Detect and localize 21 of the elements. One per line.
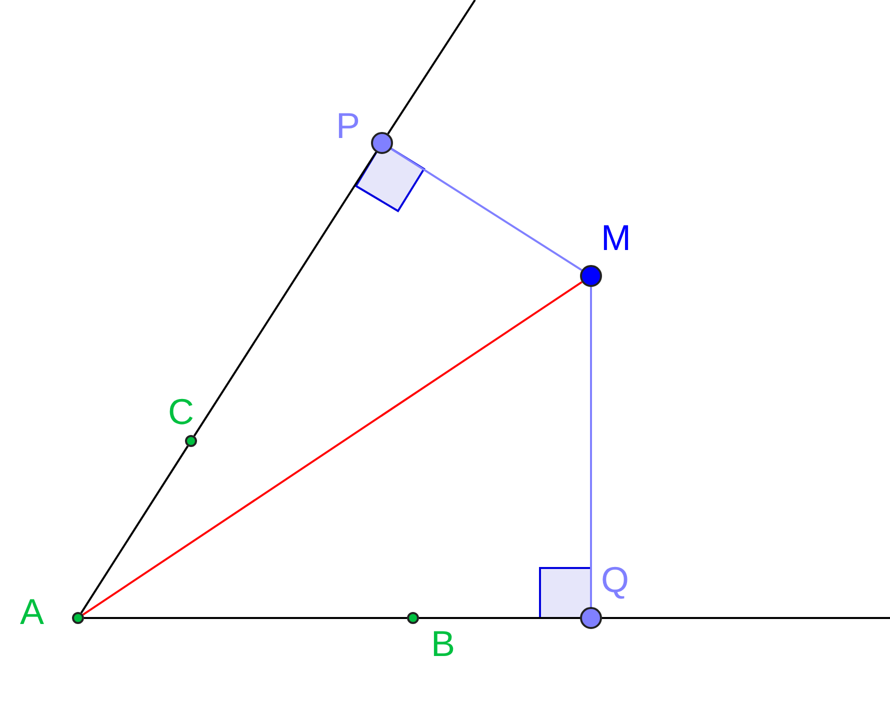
point xyxy=(580,265,602,287)
point-label: B xyxy=(431,624,456,664)
line-segment xyxy=(82,281,582,616)
point-label: P xyxy=(336,106,360,146)
point-label: Q xyxy=(601,560,630,600)
point xyxy=(580,607,602,629)
line-segment xyxy=(80,446,189,614)
point xyxy=(72,612,84,624)
line-segment xyxy=(390,148,582,271)
point-label: M xyxy=(601,218,631,258)
line-segment xyxy=(193,152,377,436)
point-label: A xyxy=(20,592,44,632)
line-segment xyxy=(84,617,407,619)
point xyxy=(407,612,419,624)
point xyxy=(371,132,393,154)
line-segment xyxy=(590,287,592,607)
line-segment xyxy=(419,617,580,619)
line-segment xyxy=(602,617,890,619)
line-segment xyxy=(387,0,476,134)
point-label: C xyxy=(168,392,194,432)
point xyxy=(185,435,197,447)
